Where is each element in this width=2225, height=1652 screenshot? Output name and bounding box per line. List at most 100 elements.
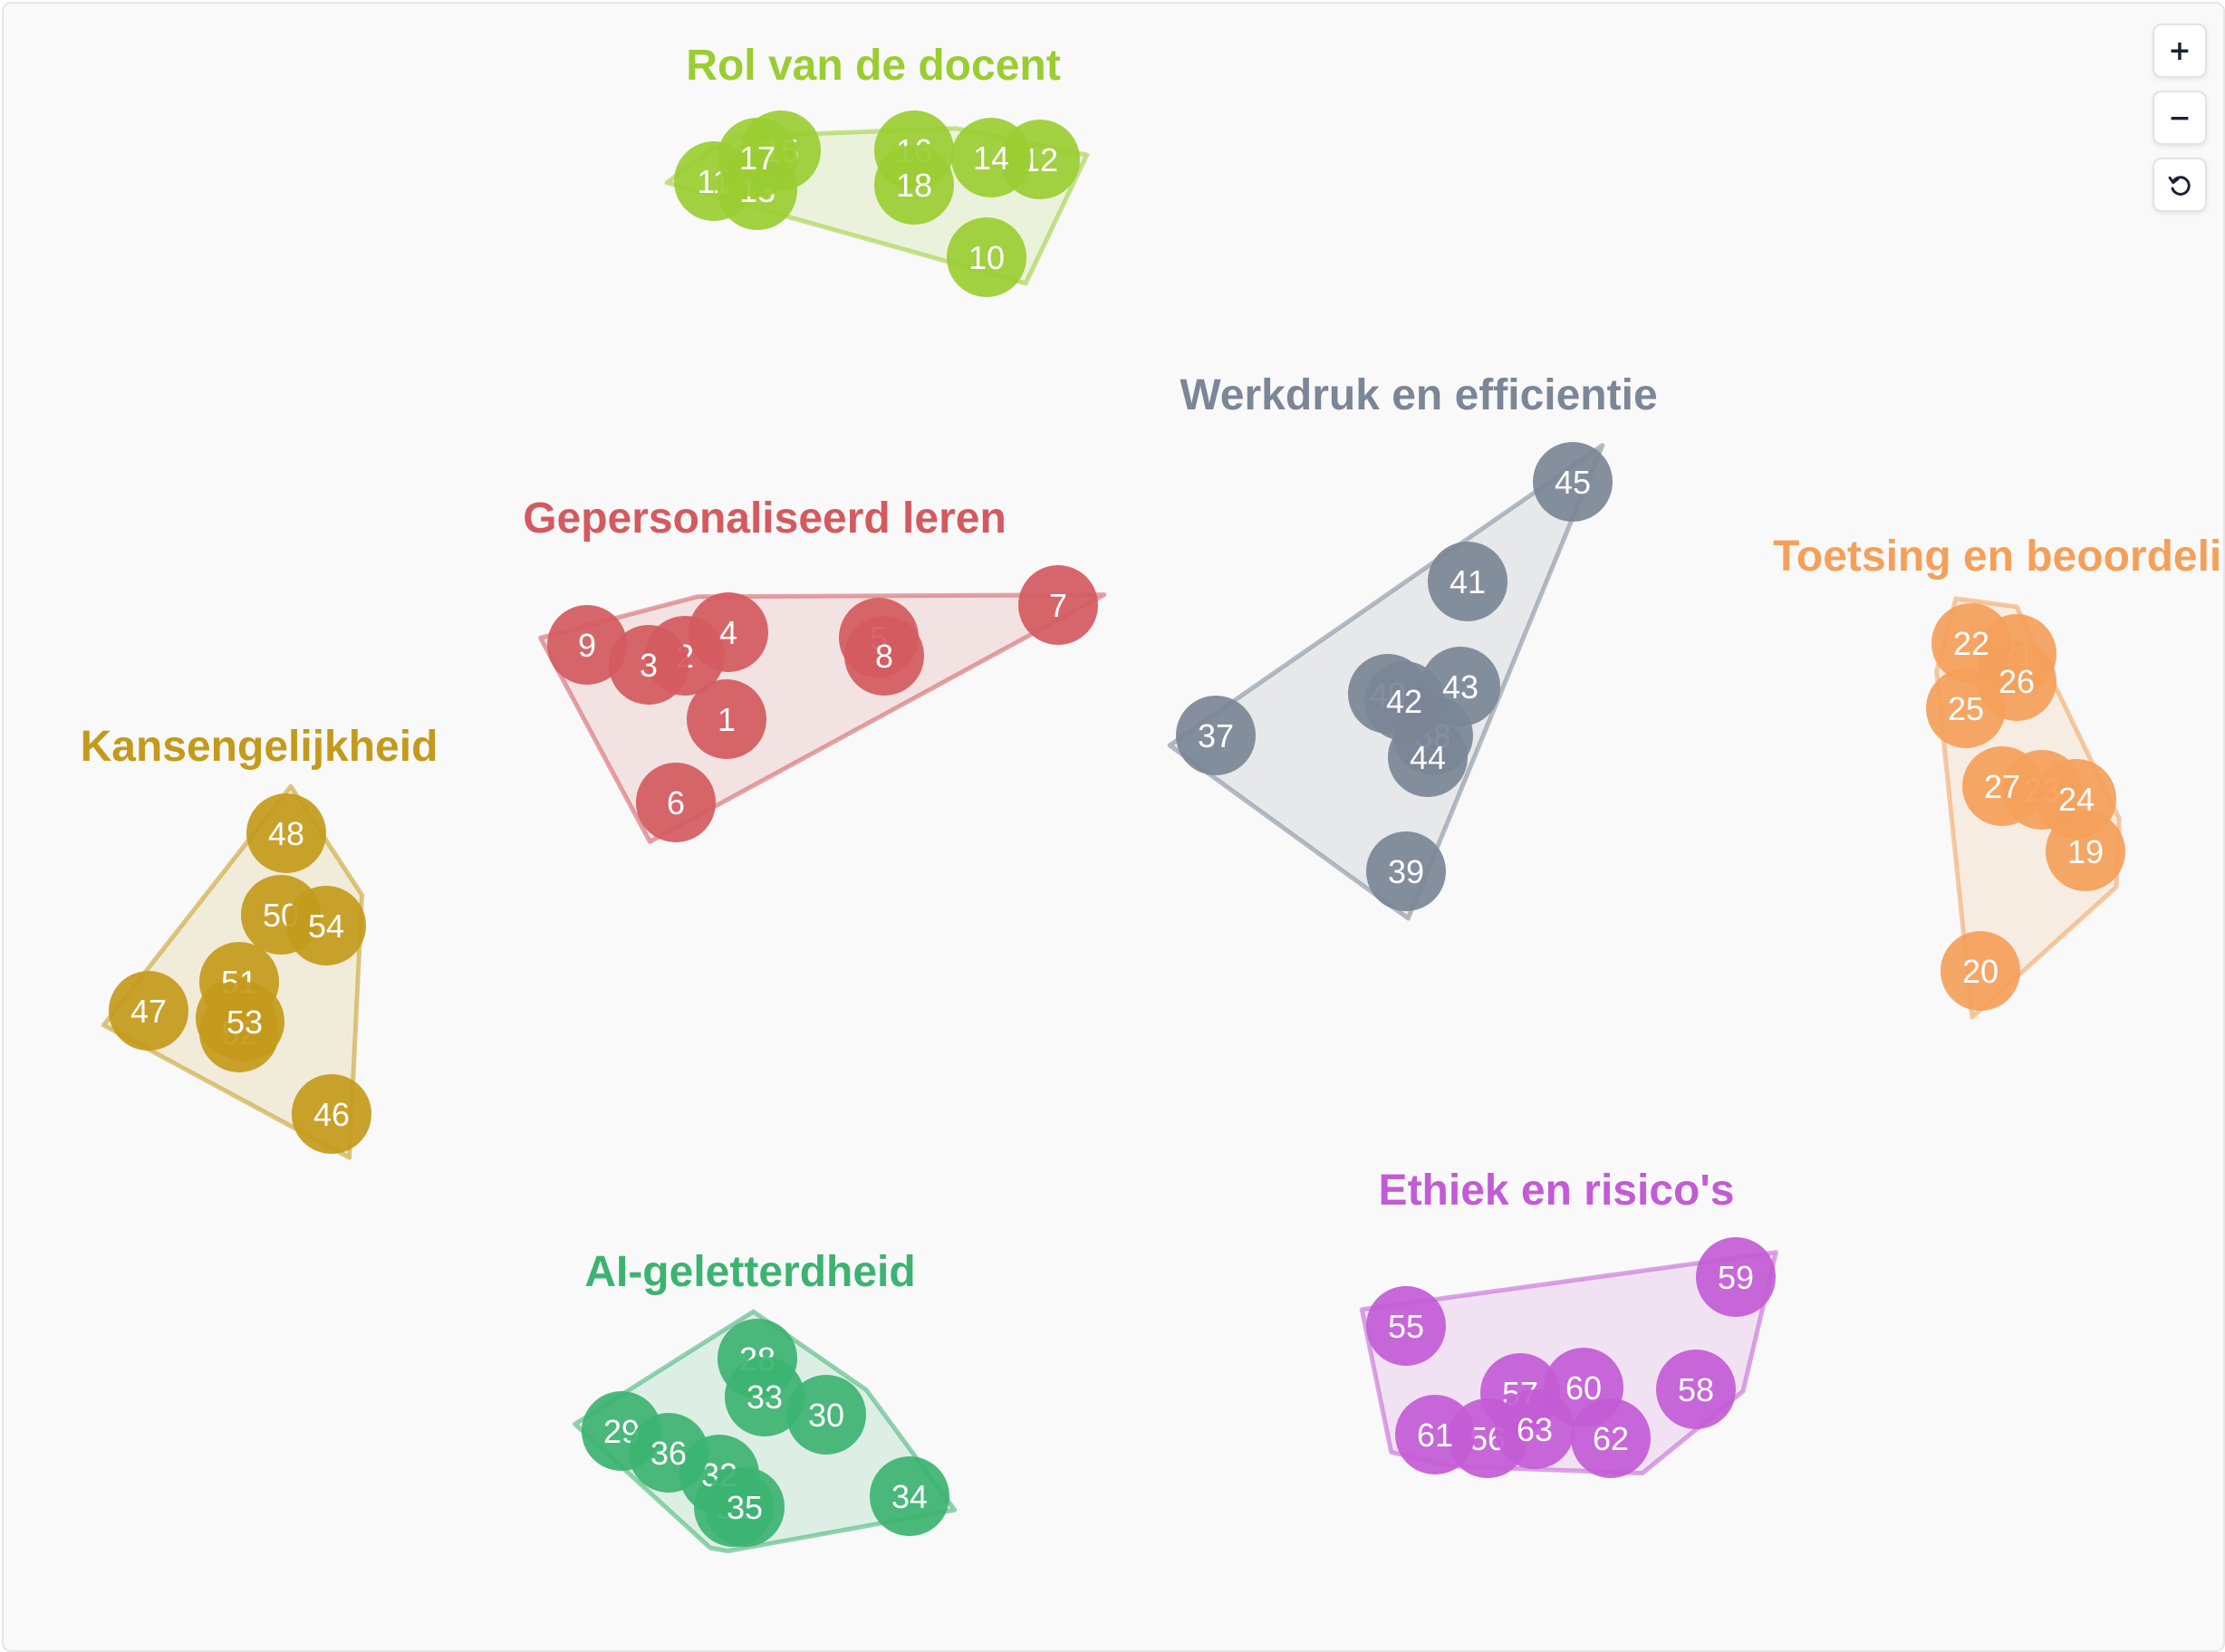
node-37[interactable]: 37 [1176, 696, 1256, 775]
node-circle[interactable] [109, 971, 188, 1051]
node-label: 1 [718, 701, 736, 738]
node-label: 42 [1386, 683, 1422, 720]
node-54[interactable]: 54 [286, 886, 366, 965]
node-label: 53 [226, 1004, 263, 1041]
node-55[interactable]: 55 [1366, 1286, 1446, 1366]
node-circle[interactable] [636, 763, 716, 842]
node-circle[interactable] [205, 982, 284, 1061]
node-33[interactable]: 33 [725, 1357, 804, 1436]
node-circle[interactable] [1533, 442, 1613, 522]
node-9[interactable]: 9 [547, 605, 627, 685]
node-circle[interactable] [1421, 647, 1500, 726]
node-41[interactable]: 41 [1428, 542, 1507, 621]
node-30[interactable]: 30 [786, 1375, 866, 1455]
node-circle[interactable] [1395, 1395, 1475, 1474]
node-circle[interactable] [947, 217, 1026, 297]
node-62[interactable]: 62 [1571, 1398, 1651, 1478]
node-circle[interactable] [547, 605, 627, 685]
reset-view-button[interactable] [2153, 158, 2207, 212]
node-44[interactable]: 44 [1388, 717, 1468, 797]
node-53[interactable]: 53 [205, 982, 284, 1061]
node-circle[interactable] [687, 679, 766, 759]
node-27[interactable]: 27 [1962, 746, 2042, 826]
node-circle[interactable] [629, 1413, 708, 1493]
node-label: 55 [1388, 1308, 1424, 1345]
node-39[interactable]: 39 [1366, 831, 1446, 911]
node-24[interactable]: 24 [2037, 759, 2116, 839]
node-label: 59 [1718, 1259, 1754, 1296]
node-circle[interactable] [1018, 565, 1098, 645]
node-48[interactable]: 48 [246, 793, 326, 873]
node-label: 14 [973, 139, 1009, 177]
node-6[interactable]: 6 [636, 763, 716, 842]
cluster-title-ai-geletterdheid: AI-geletterdheid [584, 1248, 915, 1296]
node-3[interactable]: 3 [609, 625, 689, 705]
cluster-title-rol-van-de-docent: Rol van de docent [686, 42, 1060, 90]
node-circle[interactable] [844, 616, 924, 696]
node-circle[interactable] [1366, 1286, 1446, 1366]
node-34[interactable]: 34 [870, 1456, 949, 1536]
node-circle[interactable] [870, 1456, 949, 1536]
node-14[interactable]: 14 [951, 118, 1031, 197]
node-7[interactable]: 7 [1018, 565, 1098, 645]
node-circle[interactable] [1366, 831, 1446, 911]
node-58[interactable]: 58 [1656, 1349, 1736, 1429]
node-4[interactable]: 4 [689, 592, 768, 672]
node-circle[interactable] [1696, 1237, 1776, 1317]
cluster-title-toetsing-en-beoordeling: Toetsing en beoordeling [1773, 533, 2223, 581]
node-label: 62 [1593, 1420, 1629, 1457]
node-43[interactable]: 43 [1421, 647, 1500, 726]
node-circle[interactable] [1176, 696, 1256, 775]
node-36[interactable]: 36 [629, 1413, 708, 1493]
node-circle[interactable] [1388, 717, 1468, 797]
zoom-out-button[interactable]: − [2153, 91, 2207, 145]
node-circle[interactable] [705, 1467, 785, 1547]
node-18[interactable]: 18 [874, 145, 954, 225]
node-circle[interactable] [1571, 1398, 1651, 1478]
node-61[interactable]: 61 [1395, 1395, 1475, 1474]
node-1[interactable]: 1 [687, 679, 766, 759]
node-circle[interactable] [2037, 759, 2116, 839]
node-26[interactable]: 26 [1977, 641, 2056, 721]
node-circle[interactable] [786, 1375, 866, 1455]
zoom-in-button[interactable]: + [2153, 24, 2207, 78]
node-circle[interactable] [292, 1074, 371, 1154]
node-label: 20 [1962, 953, 1999, 990]
node-circle[interactable] [286, 886, 366, 965]
node-59[interactable]: 59 [1696, 1237, 1776, 1317]
node-circle[interactable] [1962, 746, 2042, 826]
node-label: 18 [896, 167, 932, 204]
cluster-map[interactable]: 1011121314151617181234567893738394041424… [4, 4, 2223, 1650]
node-20[interactable]: 20 [1941, 931, 2020, 1011]
node-circle[interactable] [689, 592, 768, 672]
node-label: 35 [727, 1489, 763, 1526]
node-label: 39 [1388, 853, 1424, 890]
node-circle[interactable] [874, 145, 954, 225]
node-circle[interactable] [951, 118, 1031, 197]
node-45[interactable]: 45 [1533, 442, 1613, 522]
node-circle[interactable] [1977, 641, 2056, 721]
node-label: 25 [1948, 690, 1984, 727]
node-circle[interactable] [609, 625, 689, 705]
node-63[interactable]: 63 [1495, 1389, 1575, 1469]
node-46[interactable]: 46 [292, 1074, 371, 1154]
node-label: 7 [1049, 587, 1067, 624]
node-10[interactable]: 10 [947, 217, 1026, 297]
node-label: 63 [1517, 1411, 1553, 1448]
node-8[interactable]: 8 [844, 616, 924, 696]
node-circle[interactable] [1428, 542, 1507, 621]
node-label: 45 [1555, 464, 1591, 501]
node-label: 58 [1678, 1371, 1714, 1408]
node-label: 48 [268, 815, 304, 852]
node-circle[interactable] [1656, 1349, 1736, 1429]
node-circle[interactable] [718, 118, 797, 197]
node-circle[interactable] [1495, 1389, 1575, 1469]
node-circle[interactable] [725, 1357, 804, 1436]
node-circle[interactable] [1941, 931, 2020, 1011]
node-35[interactable]: 35 [705, 1467, 785, 1547]
node-circle[interactable] [246, 793, 326, 873]
node-17[interactable]: 17 [718, 118, 797, 197]
node-47[interactable]: 47 [109, 971, 188, 1051]
